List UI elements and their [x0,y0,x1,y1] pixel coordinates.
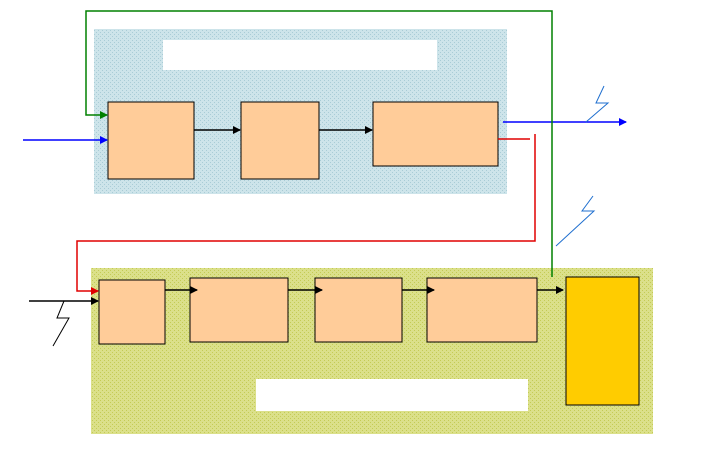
output-block [565,276,640,406]
bottom-block-4 [426,277,538,343]
wireless-icon [52,300,70,347]
top-region-label-box [163,40,437,70]
bottom-block-3 [314,277,403,343]
top-block-3 [372,101,499,167]
bottom-block-2 [189,277,289,343]
top-block-1 [107,101,195,180]
bottom-block-1 [98,279,166,345]
wireless-icon [555,195,596,247]
feedback-line-green [85,10,553,277]
connection-line-red [76,134,536,295]
wireless-icon [585,85,610,123]
top-block-2 [240,101,320,180]
bottom-region-label-box [256,379,528,411]
